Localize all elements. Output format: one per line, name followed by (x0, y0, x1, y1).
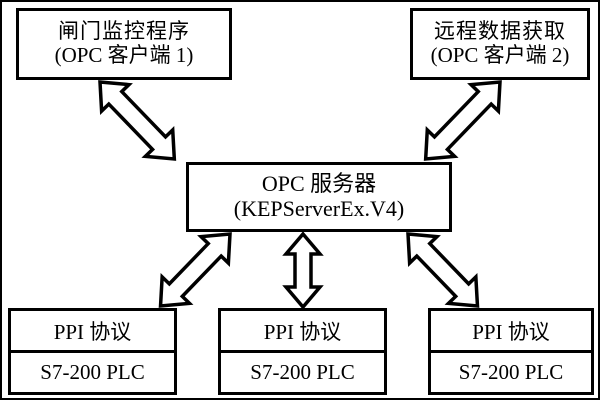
node-opc-client-2[interactable]: 远程数据获取 (OPC 客户端 2) (410, 8, 590, 80)
connector-client2-server (423, 80, 502, 161)
connector-server-plc1 (158, 232, 232, 308)
plc-1-protocol: PPI 协议 (11, 311, 174, 353)
opc-server-title: OPC 服务器 (261, 171, 377, 197)
plc-1-device: S7-200 PLC (40, 360, 145, 384)
plc-3-device: S7-200 PLC (458, 360, 564, 384)
plc-3-protocol: PPI 协议 (431, 311, 591, 353)
connector-server-plc2 (282, 231, 324, 310)
client-2-title: 远程数据获取 (434, 19, 566, 44)
client-1-subtitle: (OPC 客户端 1) (54, 43, 194, 67)
connector-client1-server (98, 80, 177, 161)
node-plc-3[interactable]: PPI 协议 S7-200 PLC (428, 308, 594, 395)
node-opc-client-1[interactable]: 闸门监控程序 (OPC 客户端 1) (16, 8, 232, 80)
node-opc-server[interactable]: OPC 服务器 (KEPServerEx.V4) (186, 162, 452, 232)
client-1-title: 闸门监控程序 (58, 19, 190, 44)
client-2-subtitle: (OPC 客户端 2) (430, 43, 570, 67)
connector-server-plc3 (406, 232, 480, 308)
plc-2-protocol: PPI 协议 (221, 311, 384, 353)
node-plc-1[interactable]: PPI 协议 S7-200 PLC (8, 308, 177, 395)
opc-server-subtitle: (KEPServerEx.V4) (233, 196, 405, 221)
plc-2-device: S7-200 PLC (250, 360, 355, 384)
node-plc-2[interactable]: PPI 协议 S7-200 PLC (218, 308, 387, 395)
